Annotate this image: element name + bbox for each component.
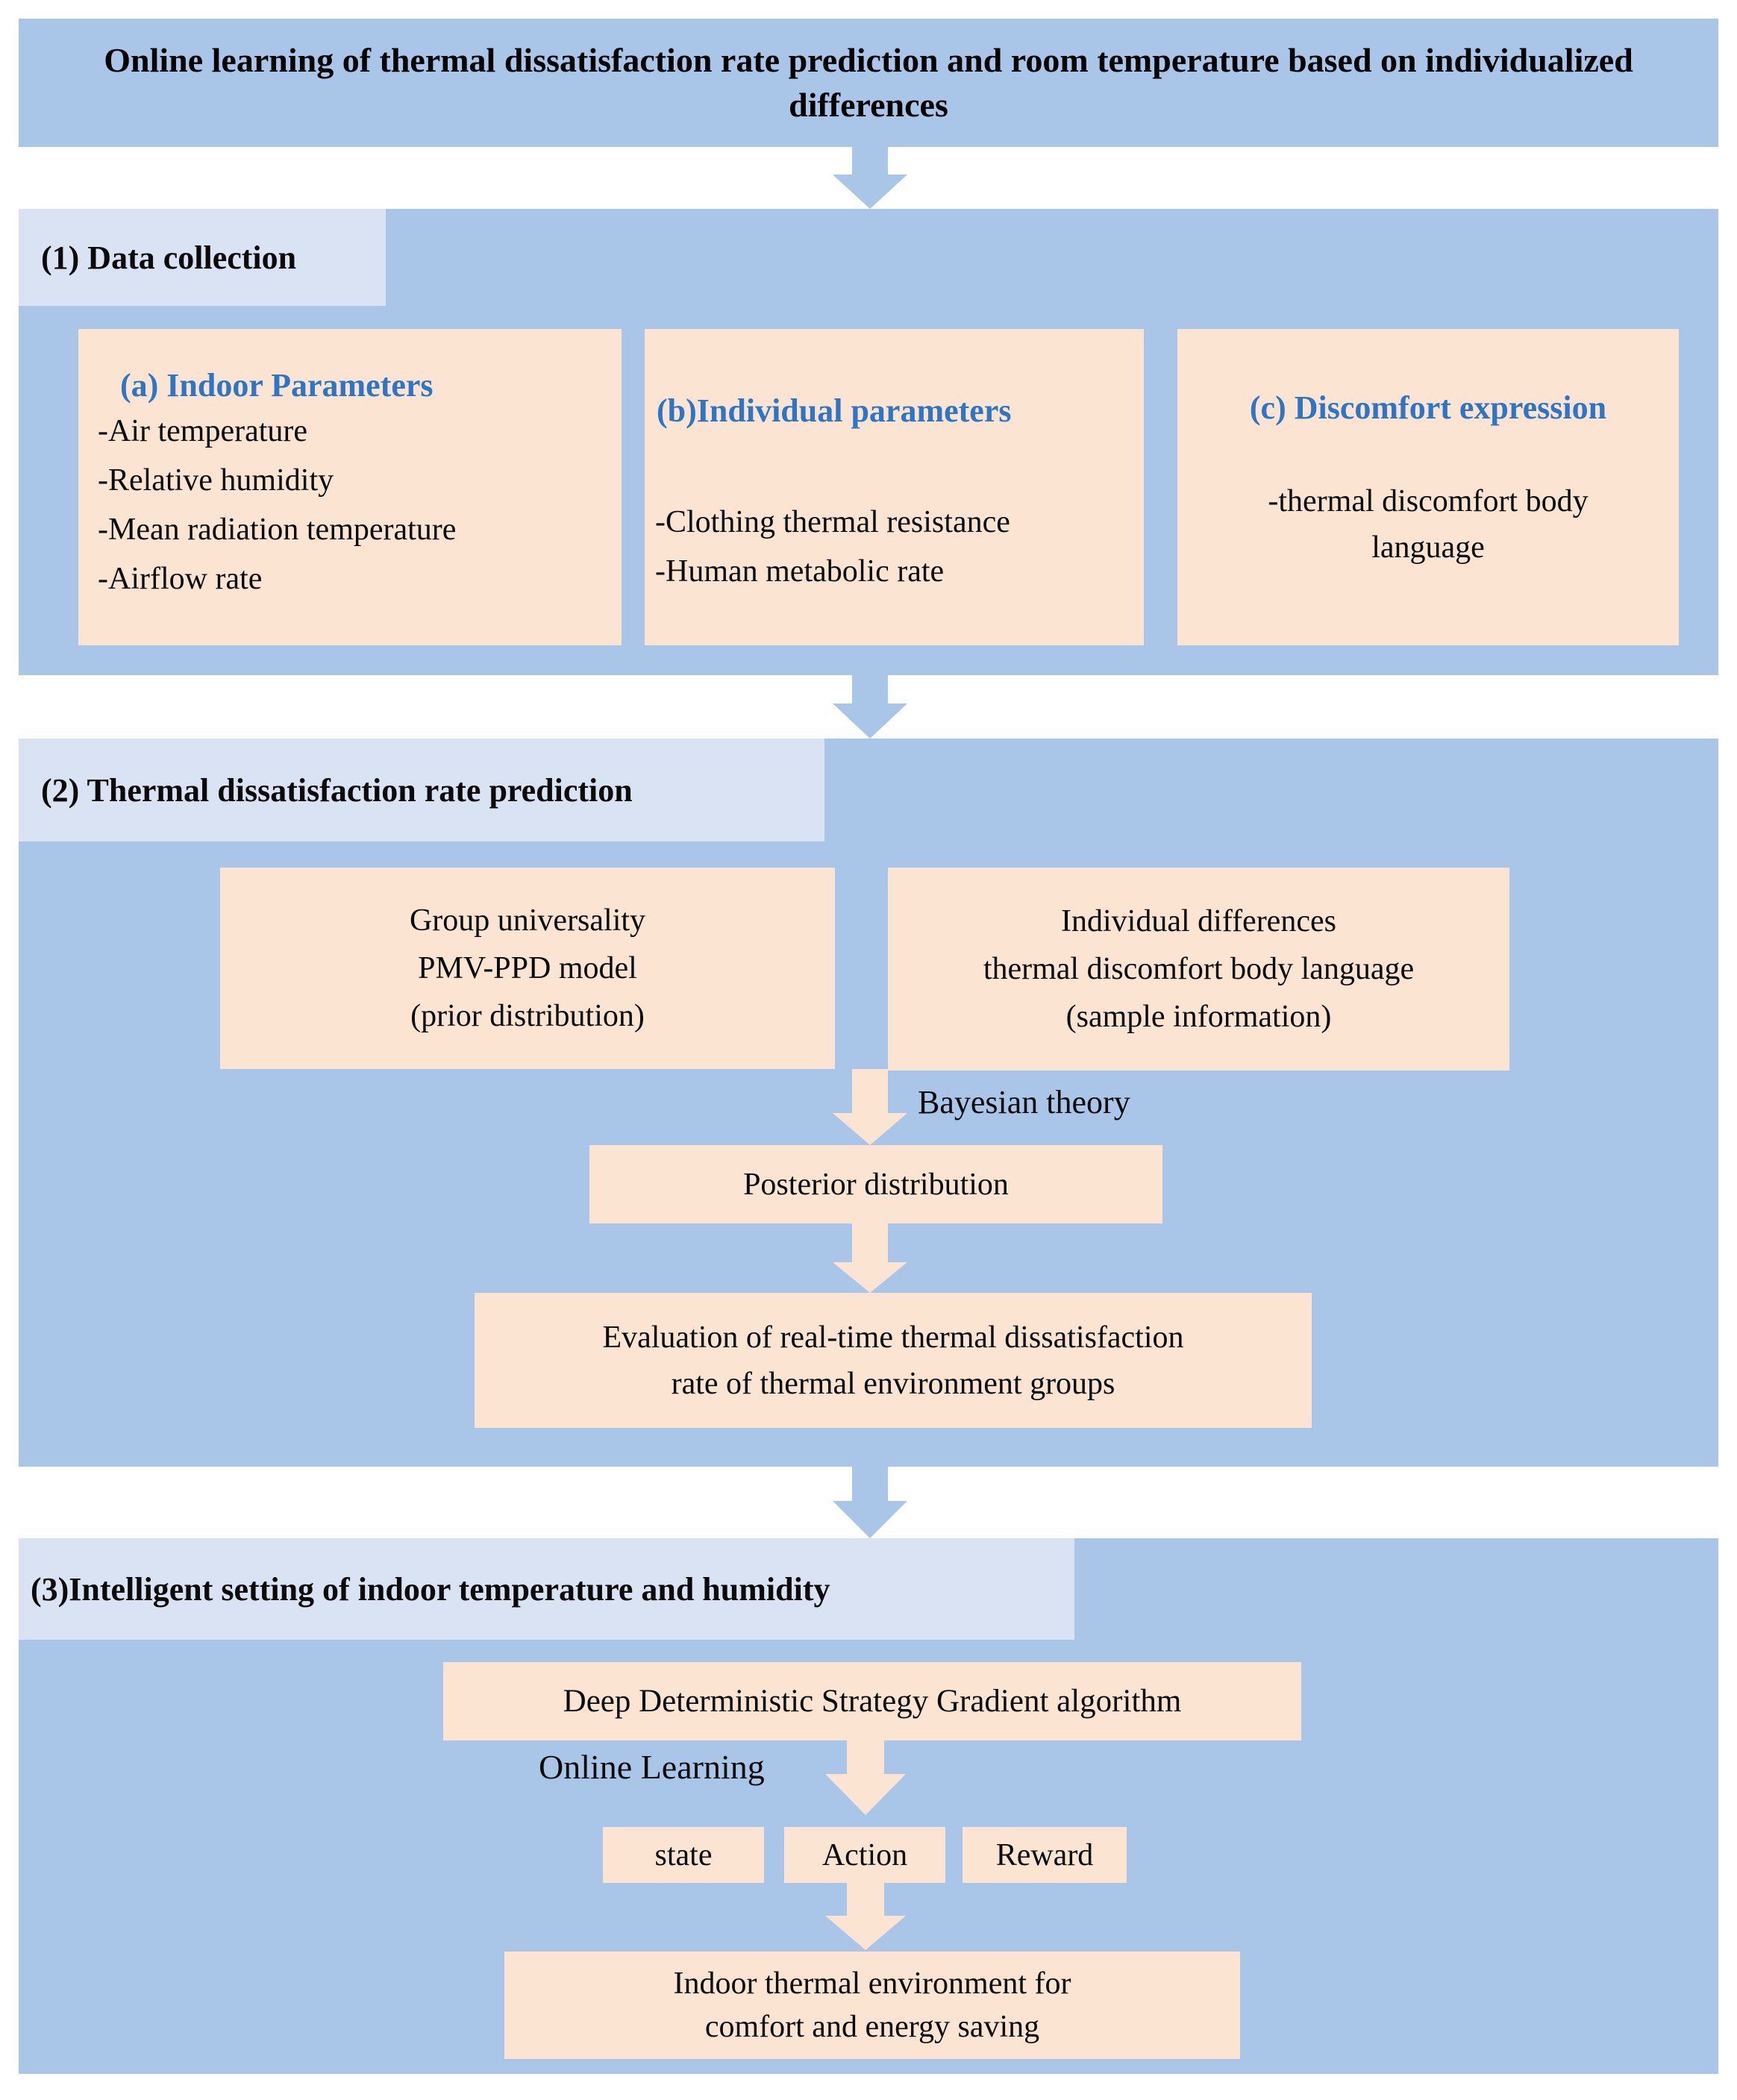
individual-parameters-heading: (b)Individual parameters: [657, 392, 1012, 429]
posterior-distribution-box: Posterior distribution: [589, 1145, 1162, 1223]
list-item: -Human metabolic rate: [655, 554, 945, 589]
list-item: -Airflow rate: [98, 562, 263, 596]
section-3-label-text: (3)Intelligent setting of indoor tempera…: [31, 1570, 830, 1608]
evaluation-box-line: Evaluation of real-time thermal dissatis…: [602, 1320, 1184, 1355]
state-box: state: [603, 1827, 764, 1883]
arrow-head: [833, 1262, 907, 1295]
online-learning-label: Online Learning: [539, 1748, 765, 1786]
arrow-down-icon: [833, 147, 907, 211]
arrow-stem: [847, 1883, 884, 1916]
arrow-down-icon: [833, 1069, 907, 1147]
section-1-label-text: (1) Data collection: [41, 239, 297, 276]
arrow-stem: [852, 1069, 888, 1113]
list-item: -Air temperature: [98, 414, 308, 448]
arrow-down-icon: [833, 1467, 907, 1540]
figure-title-bar: Online learning of thermal dissatisfacti…: [19, 19, 1718, 147]
bayesian-theory-label: Bayesian theory: [918, 1084, 1130, 1120]
arrow-head: [825, 1916, 906, 1952]
sample-box-line: (sample information): [1065, 1000, 1332, 1034]
arrow-down-icon: [833, 1223, 907, 1295]
sample-information-box: Individual differences thermal discomfor…: [888, 868, 1509, 1071]
indoor-parameters-heading: (a) Indoor Parameters: [120, 367, 434, 404]
algorithm-box-text: Deep Deterministic Strategy Gradient alg…: [563, 1684, 1182, 1719]
evaluation-box: Evaluation of real-time thermal dissatis…: [475, 1293, 1312, 1428]
algorithm-box: Deep Deterministic Strategy Gradient alg…: [443, 1662, 1301, 1740]
discomfort-expression-heading: (c) Discomfort expression: [1249, 389, 1607, 426]
sample-box-line: Individual differences: [1061, 904, 1336, 938]
list-item: -Relative humidity: [98, 463, 334, 498]
prior-box-line: PMV-PPD model: [418, 951, 637, 985]
section-2-label-text: (2) Thermal dissatisfaction rate predict…: [41, 771, 633, 809]
outcome-box: Indoor thermal environment for comfort a…: [504, 1952, 1240, 2059]
arrow-stem: [852, 675, 888, 703]
prior-distribution-box: Group universality PMV-PPD model (prior …: [220, 868, 835, 1069]
indoor-parameters-box: (a) Indoor Parameters -Air temperature -…: [78, 329, 622, 645]
arrow-stem: [852, 1467, 888, 1501]
reward-box-text: Reward: [995, 1837, 1094, 1872]
arrow-head: [833, 175, 907, 211]
discomfort-expression-box: (c) Discomfort expression -thermal disco…: [1177, 329, 1679, 645]
arrow-stem: [852, 147, 888, 175]
list-item: -thermal discomfort body language: [1268, 484, 1589, 565]
reward-box: Reward: [963, 1827, 1127, 1883]
individual-parameters-box: (b)Individual parameters -Clothing therm…: [645, 329, 1144, 645]
section-2-label: (2) Thermal dissatisfaction rate predict…: [19, 739, 824, 841]
action-box-text: Action: [821, 1837, 908, 1872]
arrow-head: [833, 1501, 907, 1540]
arrow-down-icon: [825, 1740, 906, 1817]
outcome-box-line: Indoor thermal environment for: [673, 1966, 1071, 2001]
arrow-stem: [852, 1223, 888, 1262]
figure-title: Online learning of thermal dissatisfacti…: [104, 41, 1633, 124]
state-box-text: state: [654, 1837, 713, 1872]
arrow-head: [833, 1113, 907, 1147]
prior-box-line: (prior distribution): [410, 999, 645, 1033]
arrow-down-icon: [833, 675, 907, 741]
section-3-label: (3)Intelligent setting of indoor tempera…: [19, 1538, 1074, 1640]
section-1-label: (1) Data collection: [19, 209, 386, 306]
arrow-head: [833, 703, 907, 741]
list-item: -Mean radiation temperature: [98, 513, 457, 547]
arrow-head: [825, 1774, 906, 1817]
prior-box-line: Group universality: [409, 903, 646, 938]
evaluation-box-line: rate of thermal environment groups: [671, 1366, 1115, 1401]
list-item: -Clothing thermal resistance: [655, 505, 1010, 539]
arrow-stem: [847, 1740, 884, 1774]
arrow-down-icon: [825, 1883, 906, 1952]
posterior-box-text: Posterior distribution: [743, 1167, 1009, 1202]
sample-box-line: thermal discomfort body language: [983, 952, 1415, 986]
outcome-box-line: comfort and energy saving: [704, 2010, 1040, 2044]
action-box: Action: [784, 1827, 945, 1883]
